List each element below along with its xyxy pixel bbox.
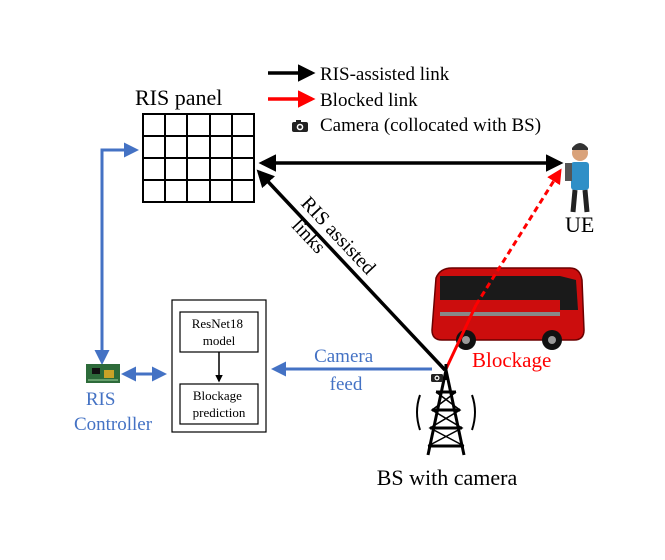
ue-label: UE	[565, 212, 594, 237]
camera-feed-label: Camera feed	[314, 346, 378, 395]
ris-controller-line2: Controller	[74, 414, 153, 435]
prediction-line2: prediction	[193, 405, 246, 420]
bus-icon	[431, 267, 585, 350]
ris-panel-title: RIS panel	[135, 85, 222, 110]
legend-camera-label: Camera (collocated with BS)	[320, 115, 541, 136]
legend-ris-assisted-label: RIS-assisted link	[320, 64, 450, 85]
ris-assisted-links-label: RIS assisted links	[280, 192, 383, 297]
bs-ris-link	[256, 169, 447, 372]
processing-unit-frame	[171, 299, 267, 433]
legend: RIS-assisted link Blocked link Camera (c…	[268, 64, 541, 136]
cell-tower-icon	[416, 364, 476, 456]
prediction-line1: Blockage	[193, 388, 242, 403]
ris-controller-line1: RIS	[86, 389, 116, 410]
bs-camera-icon	[431, 374, 443, 382]
model-line2: model	[203, 333, 236, 348]
model-line1: ResNet18	[192, 316, 243, 331]
ris-panel-grid	[142, 113, 255, 203]
prediction-box	[179, 383, 259, 425]
blockage-label: Blockage	[472, 348, 551, 372]
blocked-link-bus-segment	[444, 304, 478, 370]
bs-with-camera-label: BS with camera	[377, 465, 518, 490]
person-icon	[565, 143, 590, 213]
legend-blocked-label: Blocked link	[320, 90, 418, 111]
blocked-link	[474, 168, 562, 306]
camera-icon	[292, 120, 308, 132]
prediction-box-label: Blockage prediction	[193, 388, 246, 420]
ris-controller-label: RIS Controller	[74, 389, 153, 435]
controller-ris-link	[94, 142, 139, 365]
model-box-label: ResNet18 model	[192, 316, 247, 348]
camera-feed-line1: Camera	[314, 346, 374, 367]
circuit-board-icon	[86, 364, 120, 383]
camera-feed-line2: feed	[330, 374, 363, 395]
